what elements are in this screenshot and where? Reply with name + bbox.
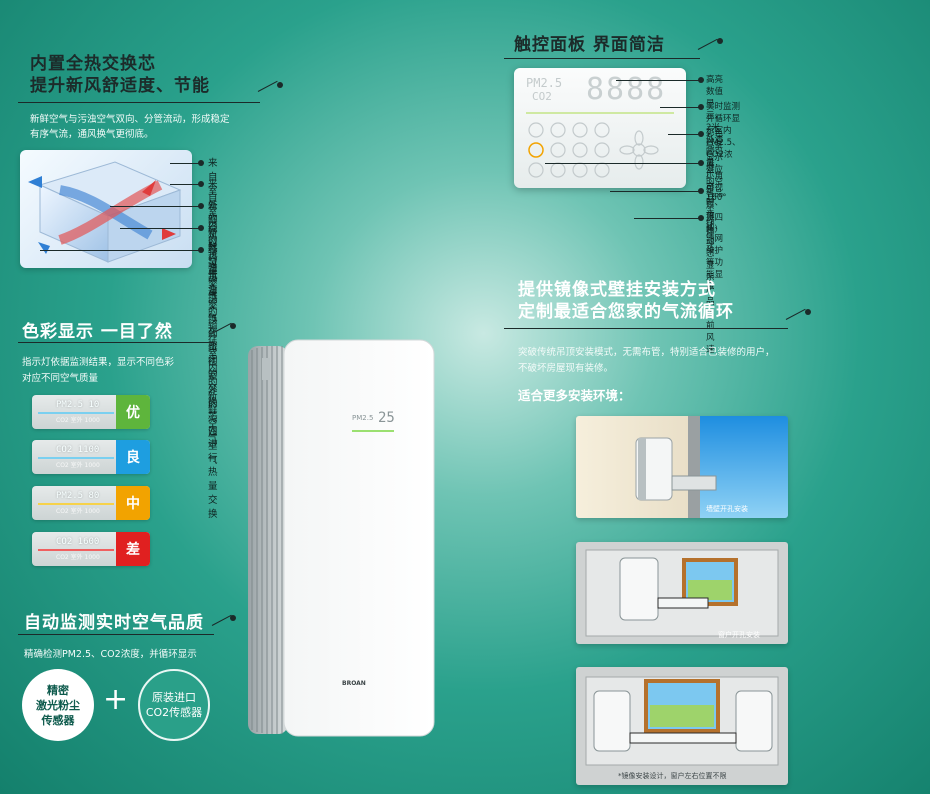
heat-exchange-desc-2: 有序气流，通风换气更彻底。: [30, 129, 154, 140]
panel-pm-label: PM2.5: [526, 76, 563, 90]
divider-line: [18, 102, 260, 103]
brand-logo: BROAN: [342, 680, 366, 687]
install-desc-1: 突破传统吊顶安装模式，无需布管，特别适合已装修的用户，: [518, 347, 775, 358]
sensor-label: 传感器: [41, 713, 75, 727]
touch-panel-illustration: PM2.5 CO2 8888: [514, 68, 686, 188]
air-quality-level-poor: CO2 1600 CO2 室外 1000 差: [32, 532, 150, 566]
legend-item: 来自室内的污浊空气: [208, 179, 218, 302]
color-display-desc-1: 指示灯依据监测结果，显示不同色彩: [22, 357, 175, 368]
level-color-bar: [38, 503, 114, 505]
co2-sensor-badge: 原装进口 CO2传感器: [138, 669, 210, 741]
level-reading: PM2.5 10: [56, 400, 100, 410]
level-sub: CO2 室外 1000: [56, 554, 100, 561]
wall-hole-install-image: 墙壁开孔安装: [576, 416, 788, 518]
dot-marker: [277, 82, 283, 88]
dot-marker: [717, 38, 723, 44]
air-quality-level-excellent: PM2.5 10 CO2 室外 1000 优: [32, 395, 150, 429]
level-reading: PM2.5 80: [56, 491, 100, 501]
mirror-install-image: *镜像安装设计，窗户左右位置不限: [576, 667, 788, 785]
panel-color-bar: [526, 112, 674, 114]
level-color-bar: [38, 549, 114, 551]
divider-line: [504, 58, 700, 59]
grade-badge: 差: [116, 532, 150, 566]
panel-feature: 高亮数值显示，2米外清晰可见，广角可视160°: [706, 75, 727, 203]
heat-exchange-title-2: 提升新风舒适度、节能: [30, 76, 210, 96]
color-display-title: 色彩显示 一目了然: [22, 322, 173, 342]
sensor-label: 原装进口: [152, 691, 196, 704]
divider-line: [211, 614, 232, 626]
touch-panel-title: 触控面板 界面简洁: [514, 35, 665, 55]
legend-item: 经过热量交换的输往室内的新鲜空气: [208, 223, 218, 444]
grade-badge: 良: [116, 440, 150, 474]
dot-marker: [805, 309, 811, 315]
panel-feature: 实时监测并循环显示室内PM2.5、CO2浓度: [706, 102, 741, 172]
monitoring-title: 自动监测实时空气品质: [24, 613, 204, 633]
device-screen-value: 25: [378, 410, 395, 426]
heat-exchange-desc-1: 新鲜空气与污浊空气双向、分管流动，形成稳定: [30, 114, 230, 125]
level-sub: CO2 室外 1000: [56, 417, 100, 424]
level-color-bar: [38, 412, 114, 414]
device-screen-label: PM2.5: [352, 414, 374, 422]
install-title-2: 定制最适合您家的气流循环: [518, 302, 734, 322]
color-display-desc-2: 对应不同空气质量: [22, 373, 99, 384]
legend-item: 新鲜空气与污浊空气在密闭的交换芯内进行热量交换: [208, 201, 218, 520]
divider-line: [18, 634, 214, 635]
grade-badge: 中: [116, 486, 150, 520]
install-caption: 墙壁开孔安装: [706, 505, 748, 513]
air-quality-level-moderate: PM2.5 80 CO2 室外 1000 中: [32, 486, 150, 520]
heat-exchange-title-1: 内置全热交换芯: [30, 54, 156, 74]
laser-dust-sensor-badge: 精密 激光粉尘 传感器: [22, 669, 94, 741]
install-desc-2: 不破坏房屋现有装修。: [518, 363, 614, 374]
level-sub: CO2 室外 1000: [56, 508, 100, 515]
divider-line: [504, 328, 788, 329]
monitoring-desc: 精确检测PM2.5、CO2浓度，并循环显示: [24, 649, 197, 660]
heat-exchanger-diagram: [20, 150, 192, 268]
panel-feature: 彩色亮条显示对应的空气品质（四色）: [706, 129, 724, 235]
air-purifier-device: PM2.5 25 BROAN: [244, 338, 439, 738]
panel-digits: 8888: [586, 72, 667, 107]
sensor-label: 激光粉尘: [36, 698, 80, 712]
panel-feature: 显示产品工作模式: [706, 158, 715, 252]
panel-co2-label: CO2: [532, 90, 552, 103]
legend-item: 来自室外的新鲜空气: [208, 158, 218, 281]
install-caption: *镜像安装设计，窗户左右位置不限: [618, 772, 727, 780]
divider-line: [18, 342, 214, 343]
divider-line: [785, 308, 806, 320]
panel-feature: 旋叶动态显示产品当前风速: [706, 213, 715, 355]
device-status-bar: [352, 430, 394, 432]
window-hole-install-image: 窗户开孔安装: [576, 542, 788, 644]
dot-marker: [230, 615, 236, 621]
install-caption: 窗户开孔安装: [718, 631, 760, 639]
install-env-title: 适合更多安装环境：: [518, 388, 631, 403]
level-sub: CO2 室外 1000: [56, 462, 100, 469]
level-color-bar: [38, 457, 114, 459]
install-title-1: 提供镜像式壁挂安装方式: [518, 280, 716, 300]
level-reading: CO2 1600: [56, 537, 100, 547]
dot-marker: [230, 323, 236, 329]
divider-line: [697, 38, 718, 50]
legend-item: 经过热量交换的排往室外的污浊空气: [208, 245, 218, 466]
panel-feature: 定时、童锁、滤网维护等功能显示: [706, 186, 724, 292]
divider-line: [257, 80, 278, 92]
sensor-label: 精密: [47, 683, 69, 697]
plus-sign: +: [103, 682, 129, 717]
air-quality-level-good: CO2 1100 CO2 室外 1000 良: [32, 440, 150, 474]
grade-badge: 优: [116, 395, 150, 429]
level-reading: CO2 1100: [56, 445, 100, 455]
sensor-label: CO2传感器: [145, 706, 203, 719]
